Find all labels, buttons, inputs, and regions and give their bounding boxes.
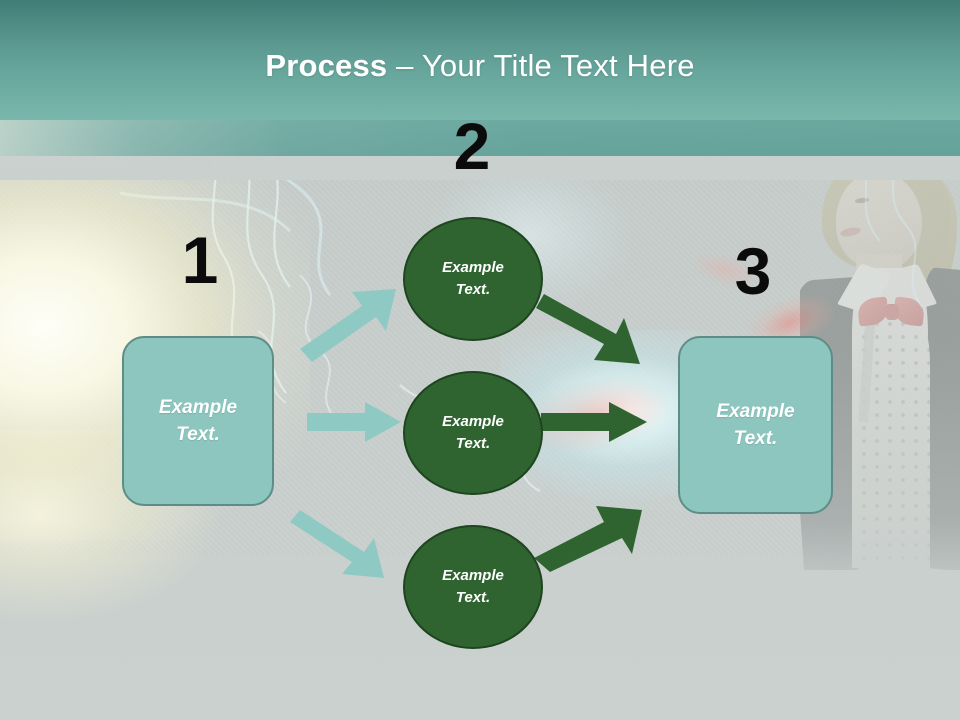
arrow-green-up-right xyxy=(534,506,642,572)
text-line-2: Text. xyxy=(455,589,491,606)
text-line-2: Text. xyxy=(733,428,778,449)
arrow-green-down-right xyxy=(536,294,640,364)
arrow-teal-down-right xyxy=(290,510,384,578)
page-title-rest: – Your Title Text Here xyxy=(387,48,695,83)
text-line-1: Example xyxy=(442,259,504,276)
title-bar-lower-band xyxy=(0,156,960,180)
process-box-right[interactable]: Example Text. xyxy=(678,336,833,514)
text-line-1: Example xyxy=(442,567,504,584)
process-circle-top-text: Example Text. xyxy=(442,257,504,301)
text-line-2: Text. xyxy=(455,435,491,452)
process-circle-middle-text: Example Text. xyxy=(442,411,504,455)
process-box-left[interactable]: Example Text. xyxy=(122,336,274,506)
text-line-1: Example xyxy=(158,397,238,418)
process-box-right-text: Example Text. xyxy=(716,398,794,452)
step-number-2: 2 xyxy=(453,109,491,183)
process-circle-top[interactable]: Example Text. xyxy=(403,217,543,341)
text-line-1: Example xyxy=(442,413,504,430)
step-number-3: 3 xyxy=(734,234,772,308)
process-box-left-text: Example Text. xyxy=(159,394,237,448)
process-circle-bottom-text: Example Text. xyxy=(442,565,504,609)
step-number-1: 1 xyxy=(181,223,219,297)
process-circle-middle[interactable]: Example Text. xyxy=(403,371,543,495)
title-bar xyxy=(0,0,960,120)
text-line-2: Text. xyxy=(176,424,220,445)
arrow-teal-up-right xyxy=(300,289,396,362)
page-title: Process – Your Title Text Here xyxy=(0,46,960,86)
text-line-1: Example xyxy=(716,401,795,422)
page-title-strong: Process xyxy=(265,48,388,83)
title-bar-strip-fade xyxy=(0,120,960,156)
arrow-green-right xyxy=(541,402,647,442)
text-line-2: Text. xyxy=(455,281,491,298)
arrow-teal-right xyxy=(307,402,401,442)
process-circle-bottom[interactable]: Example Text. xyxy=(403,525,543,649)
